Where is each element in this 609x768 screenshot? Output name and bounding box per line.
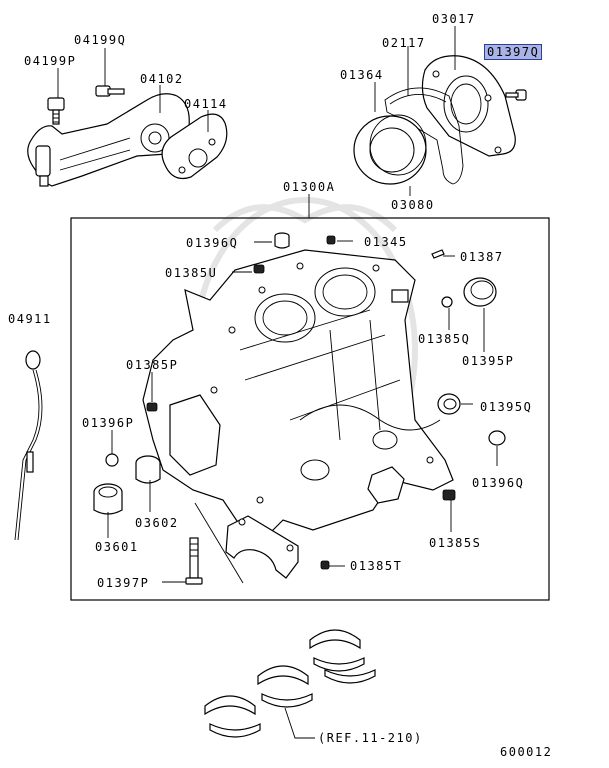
bushing-03601: [93, 483, 123, 515]
label-01385P: 01385P: [126, 358, 179, 372]
bolt-04199P: [47, 97, 65, 125]
label-01397P: 01397P: [97, 576, 150, 590]
gasket-04114: [161, 113, 228, 180]
plug-01345: [326, 235, 336, 245]
figure-id: 600012: [500, 745, 553, 759]
label-01345: 01345: [364, 235, 408, 249]
label-01396Q-top: 01396Q: [186, 236, 239, 250]
label-02117: 02117: [382, 36, 426, 50]
label-04199P: 04199P: [24, 54, 77, 68]
label-01300A: 01300A: [283, 180, 336, 194]
label-01387: 01387: [460, 250, 504, 264]
crankshaft-bearings: [204, 629, 376, 738]
bushing-03602: [135, 455, 161, 484]
plug-01385P: [146, 402, 158, 412]
label-03080: 03080: [391, 198, 435, 212]
label-01396P: 01396P: [82, 416, 135, 430]
label-01385Q: 01385Q: [418, 332, 471, 346]
label-04102: 04102: [140, 72, 184, 86]
label-04114: 04114: [184, 97, 228, 111]
main-bearing-cap: [225, 515, 299, 579]
dowel-01396Q-top: [274, 232, 290, 249]
label-04199Q: 04199Q: [74, 33, 127, 47]
leader-lines: [57, 26, 498, 739]
bolt-01397Q: [505, 89, 527, 101]
label-01397Q-highlighted[interactable]: 01397Q: [484, 44, 543, 60]
label-03601: 03601: [95, 540, 139, 554]
plug-01385U: [253, 264, 265, 274]
label-01364: 01364: [340, 68, 384, 82]
seal-01395Q: [437, 393, 461, 415]
label-03602: 03602: [135, 516, 179, 530]
bolt-04199Q: [95, 85, 125, 97]
label-01385T: 01385T: [350, 559, 403, 573]
label-01396Q-right: 01396Q: [472, 476, 525, 490]
oil-seal-01364: [353, 114, 427, 185]
pin-01387: [431, 249, 445, 259]
label-01385S: 01385S: [429, 536, 482, 550]
label-04911: 04911: [8, 312, 52, 326]
reference-label: (REF.11-210): [318, 731, 423, 745]
label-01395P: 01395P: [462, 354, 515, 368]
cap-01395P: [463, 277, 497, 307]
plug-01385T: [320, 560, 330, 570]
dowel-01396Q-right: [488, 430, 506, 446]
gasket-02117: [384, 87, 464, 185]
label-03017: 03017: [432, 12, 476, 26]
bolt-01397P: [185, 537, 203, 585]
cylinder-block-01300A: [142, 249, 454, 541]
plug-01385S: [442, 489, 456, 501]
dowel-01396P: [105, 453, 119, 467]
dipstick-04911: [14, 350, 43, 541]
oil-pump-bracket-04102: [27, 93, 190, 187]
plug-01385Q: [441, 296, 453, 308]
label-01385U: 01385U: [165, 266, 218, 280]
oil-seal-case-03017: [421, 55, 516, 157]
engine-block-frame: [70, 217, 550, 601]
label-01395Q: 01395Q: [480, 400, 533, 414]
